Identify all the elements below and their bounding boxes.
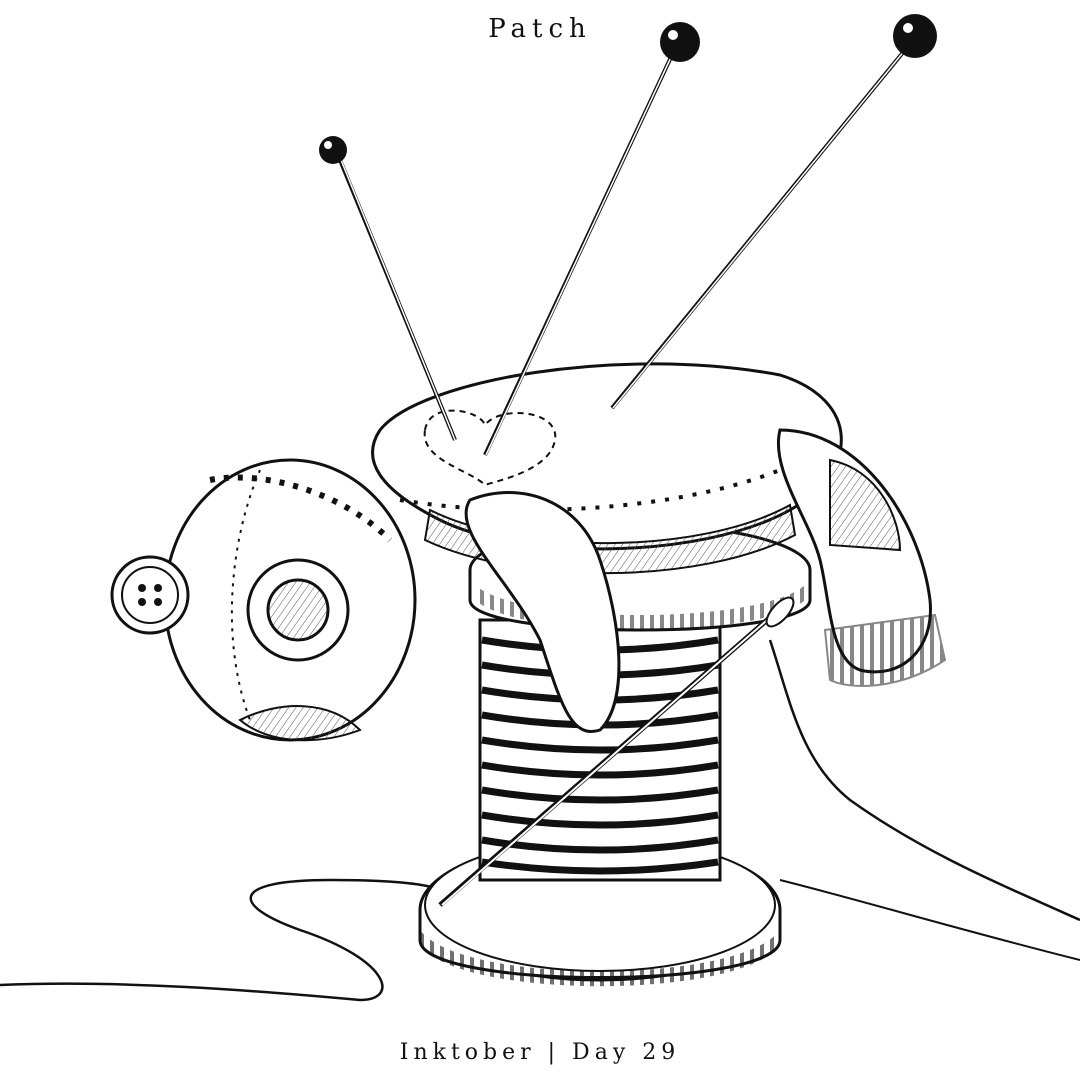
floor-thread (0, 878, 441, 1002)
caption: Inktober | Day 29 (399, 1040, 681, 1065)
floor-thread-right (768, 639, 1080, 922)
page-title: Patch (488, 14, 592, 44)
pin-head-icon (319, 136, 347, 164)
needle (438, 596, 795, 907)
doll-head (110, 458, 417, 742)
doll-ears (464, 428, 947, 733)
pincushion (371, 362, 843, 575)
pins (319, 14, 937, 456)
button-eye-icon (110, 555, 190, 635)
